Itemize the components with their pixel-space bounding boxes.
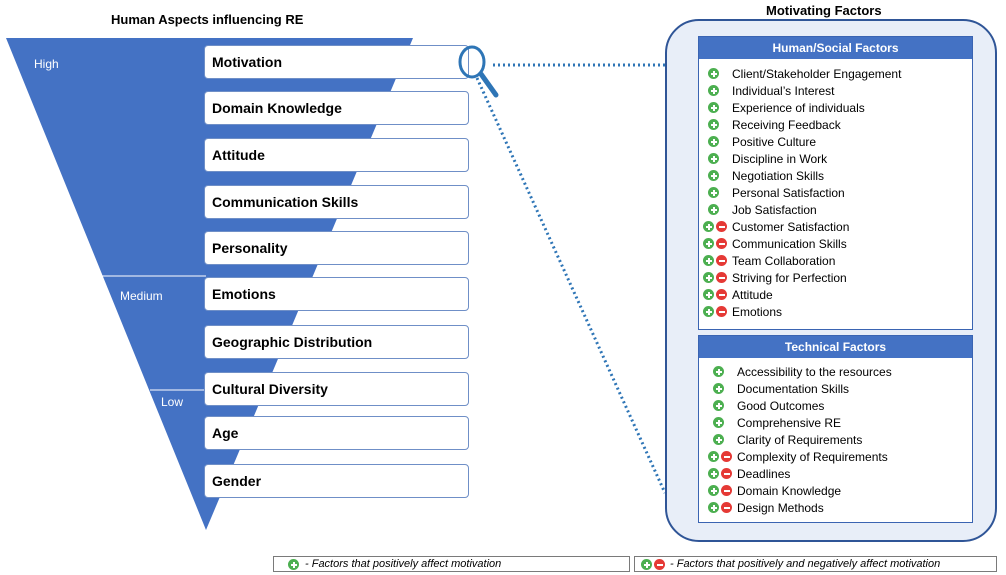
aspect-box[interactable]: Cultural Diversity	[204, 372, 469, 406]
plus-icon	[703, 306, 714, 317]
factor-label: Clarity of Requirements	[737, 433, 863, 447]
plus-icon	[708, 451, 719, 462]
aspect-label: Geographic Distribution	[212, 334, 373, 350]
aspect-label: Personality	[212, 240, 288, 256]
human-social-title: Human/Social Factors	[699, 37, 972, 59]
plus-icon	[713, 366, 724, 377]
plus-icon	[713, 400, 724, 411]
factor-label: Attitude	[732, 288, 773, 302]
minus-icon	[716, 306, 727, 317]
aspect-box[interactable]: Personality	[204, 231, 469, 265]
factor-label: Team Collaboration	[732, 254, 836, 268]
plus-icon	[703, 272, 714, 283]
minus-icon	[721, 502, 732, 513]
plus-icon	[713, 434, 724, 445]
plus-icon	[708, 153, 719, 164]
human-social-section: Human/Social Factors	[698, 36, 973, 330]
plus-icon	[288, 559, 299, 570]
aspect-box[interactable]: Geographic Distribution	[204, 325, 469, 359]
plus-icon	[708, 85, 719, 96]
aspect-label: Motivation	[212, 54, 282, 70]
aspect-box[interactable]: Motivation	[204, 45, 469, 79]
plus-icon	[703, 238, 714, 249]
magnifier-icon	[458, 45, 499, 98]
plus-icon	[708, 204, 719, 215]
plus-icon	[708, 187, 719, 198]
factor-label: Emotions	[732, 305, 783, 319]
minus-icon	[716, 255, 727, 266]
factor-label: Deadlines	[737, 467, 791, 481]
plus-icon	[708, 502, 719, 513]
right-title: Motivating Factors	[766, 3, 882, 18]
legend-both: - Factors that positively and negatively…	[634, 556, 997, 572]
aspect-label: Cultural Diversity	[212, 381, 328, 397]
factor-label: Complexity of Requirements	[737, 450, 888, 464]
technical-section: Technical Factors	[698, 335, 973, 523]
plus-icon	[708, 468, 719, 479]
aspect-box[interactable]: Communication Skills	[204, 185, 469, 219]
factor-label: Personal Satisfaction	[732, 186, 845, 200]
aspect-box[interactable]: Gender	[204, 464, 469, 498]
factor-label: Customer Satisfaction	[732, 220, 850, 234]
aspect-box[interactable]: Age	[204, 416, 469, 450]
factor-label: Negotiation Skills	[732, 169, 825, 183]
plus-icon	[703, 255, 714, 266]
aspect-label: Attitude	[212, 147, 265, 163]
plus-icon	[713, 383, 724, 394]
factor-label: Discipline in Work	[732, 152, 828, 166]
aspect-label: Age	[212, 425, 239, 441]
plus-icon	[713, 417, 724, 428]
technical-title: Technical Factors	[699, 336, 972, 358]
aspect-label: Gender	[212, 473, 262, 489]
plus-icon	[708, 136, 719, 147]
factor-label: Documentation Skills	[737, 382, 850, 396]
aspect-box[interactable]: Emotions	[204, 277, 469, 311]
minus-icon	[721, 485, 732, 496]
level-low-label: Low	[161, 395, 184, 409]
factor-label: Client/Stakeholder Engagement	[732, 67, 902, 81]
minus-icon	[721, 468, 732, 479]
plus-icon	[708, 170, 719, 181]
minus-icon	[721, 451, 732, 462]
legend-both-text: - Factors that positively and negatively…	[670, 558, 941, 570]
left-title: Human Aspects influencing RE	[111, 12, 304, 27]
aspect-box[interactable]: Domain Knowledge	[204, 91, 469, 125]
aspect-label: Emotions	[212, 286, 276, 302]
legend-positive-text: - Factors that positively affect motivat…	[305, 558, 502, 570]
factor-label: Positive Culture	[732, 135, 817, 149]
factor-label: Domain Knowledge	[737, 484, 842, 498]
factor-label: Good Outcomes	[737, 399, 825, 413]
factor-label: Individual’s Interest	[732, 84, 835, 98]
factor-label: Job Satisfaction	[732, 203, 817, 217]
level-high-label: High	[34, 57, 59, 71]
factor-label: Comprehensive RE	[737, 416, 842, 430]
plus-icon	[708, 68, 719, 79]
aspect-box[interactable]: Attitude	[204, 138, 469, 172]
plus-icon	[703, 221, 714, 232]
legend-positive: - Factors that positively affect motivat…	[273, 556, 630, 572]
factor-label: Accessibility to the resources	[737, 365, 892, 379]
minus-icon	[716, 289, 727, 300]
factor-label: Receiving Feedback	[732, 118, 841, 132]
plus-icon	[708, 102, 719, 113]
factor-label: Experience of individuals	[732, 101, 865, 115]
level-medium-label: Medium	[120, 289, 163, 303]
factor-label: Striving for Perfection	[732, 271, 847, 285]
plus-icon	[708, 485, 719, 496]
minus-icon	[716, 221, 727, 232]
aspect-label: Domain Knowledge	[212, 100, 342, 116]
plus-icon	[708, 119, 719, 130]
minus-icon	[716, 272, 727, 283]
minus-icon	[716, 238, 727, 249]
aspect-label: Communication Skills	[212, 194, 359, 210]
minus-icon	[654, 559, 665, 570]
factor-label: Design Methods	[737, 501, 824, 515]
plus-icon	[703, 289, 714, 300]
dotted-connector-bottom	[475, 77, 667, 494]
factor-label: Communication Skills	[732, 237, 847, 251]
plus-icon	[641, 559, 652, 570]
